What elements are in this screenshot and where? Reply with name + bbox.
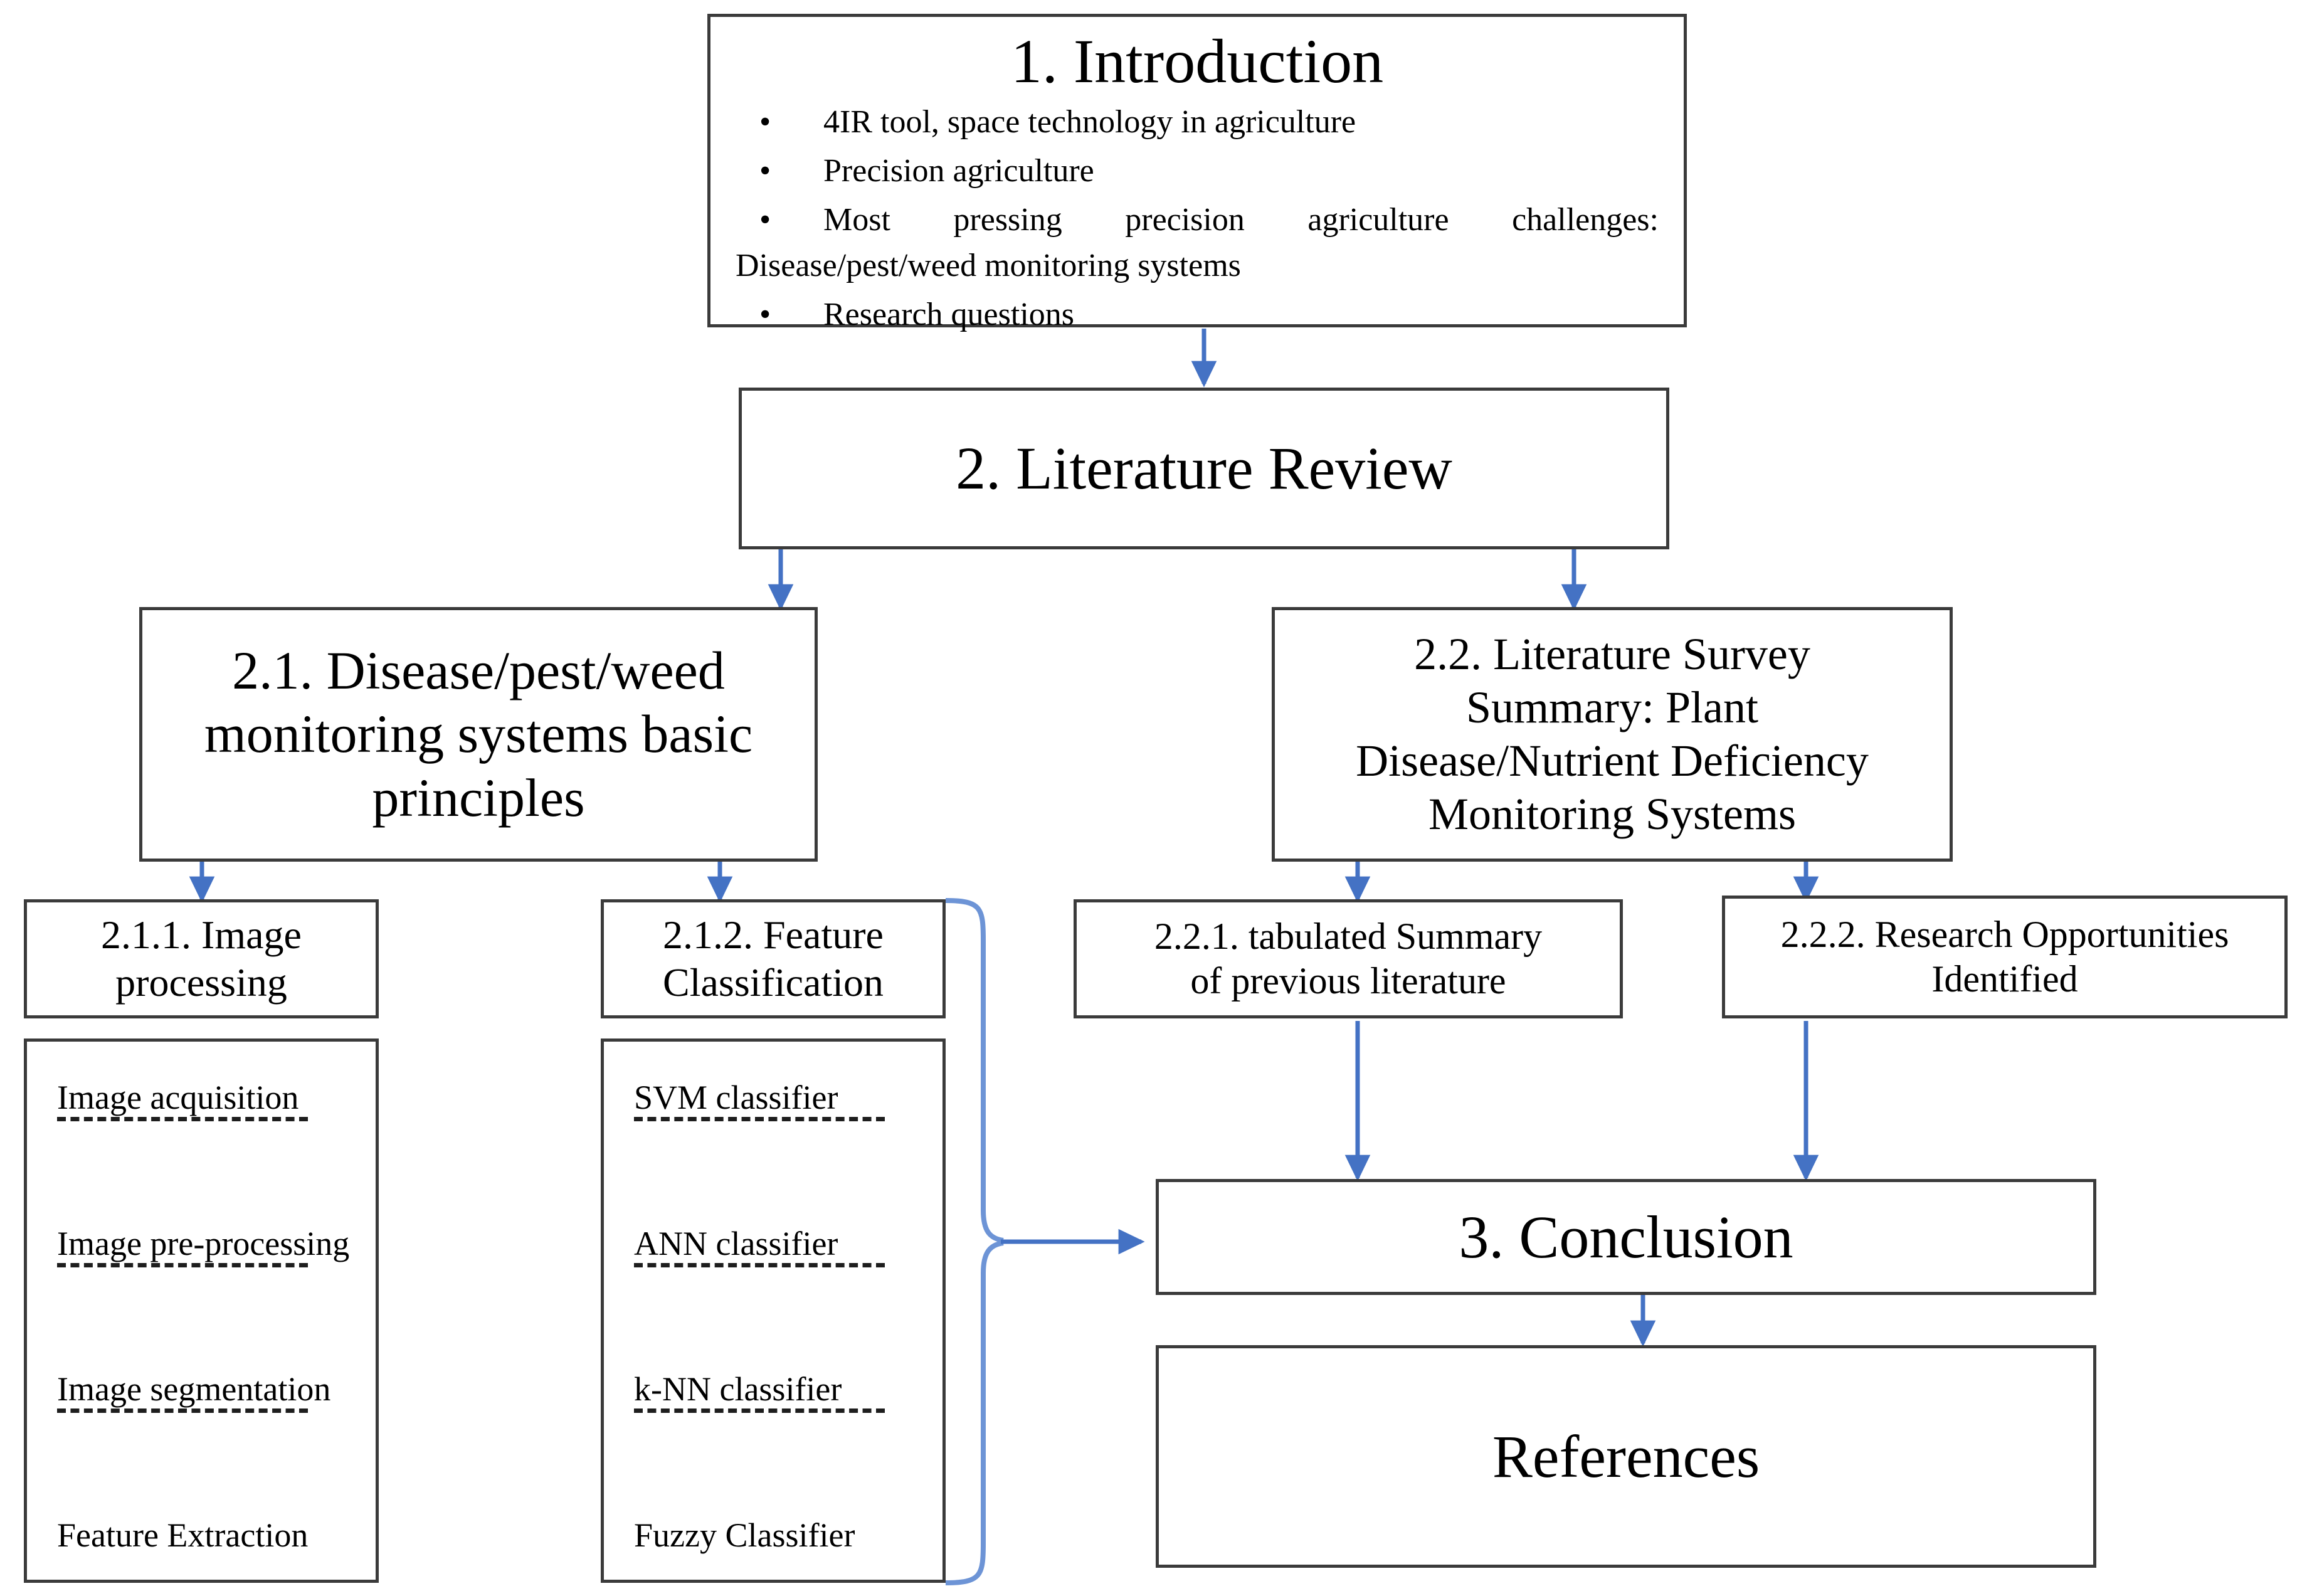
introduction-bullet-1: • 4IR tool, space technology in agricult… [736,99,1659,145]
dashed-separator-icon [57,1408,308,1414]
conclusion-title: 3. Conclusion [1459,1203,1793,1271]
list-item: Image pre-processing [57,1224,376,1267]
list-entry-label: Fuzzy Classifier [634,1516,855,1554]
list-image-processing-steps[interactable]: Image acquisition Image pre-processing I… [24,1038,379,1583]
section-2-1-2-line-1: 2.1.2. Feature [663,912,884,958]
section-2-2-line-2: Summary: Plant [1466,682,1758,733]
node-section-2-2-2[interactable]: 2.2.2. Research Opportunities Identified [1722,896,2288,1018]
section-2-1-1-line-1: 2.1.1. Image [101,912,302,958]
node-literature-review[interactable]: 2. Literature Review [739,388,1669,549]
section-2-2-line-4: Monitoring Systems [1428,788,1797,839]
list-classifiers[interactable]: SVM classifier ANN classifier k-NN class… [601,1038,946,1583]
dashed-separator-icon [634,1408,885,1414]
section-2-1-1-line-2: processing [115,960,287,1005]
list-entry-label: Image segmentation [57,1370,331,1408]
section-2-1-line-2: monitoring systems basic [204,704,753,764]
list-entry-label: Image acquisition [57,1079,299,1116]
node-section-2-1-2[interactable]: 2.1.2. Feature Classification [601,899,946,1018]
list-entry-label: ANN classifier [634,1224,838,1262]
dashed-separator-icon [57,1262,308,1267]
connector-brace-classification-lower [945,1240,1004,1585]
node-section-2-1[interactable]: 2.1. Disease/pest/weed monitoring system… [139,607,818,862]
list-item: ANN classifier [634,1224,942,1267]
introduction-title: 1. Introduction [1010,26,1384,96]
section-2-2-2-line-2: Identified [1931,958,2078,1000]
list-item: Feature Extraction [57,1516,376,1555]
node-section-2-2-1[interactable]: 2.2.1. tabulated Summary of previous lit… [1074,899,1623,1018]
list-item: SVM classifier [634,1078,942,1121]
list-entry-label: SVM classifier [634,1079,838,1116]
bullet-dot-icon: • [759,297,771,333]
dashed-separator-icon [634,1262,885,1267]
section-2-2-line-1: 2.2. Literature Survey [1414,629,1810,680]
node-introduction[interactable]: 1. Introduction • 4IR tool, space techno… [707,14,1687,332]
bullet-dot-icon: • [759,104,771,140]
list-item: Fuzzy Classifier [634,1516,942,1555]
references-title: References [1492,1422,1760,1490]
bullet-dot-icon: • [759,152,771,189]
node-references[interactable]: References [1156,1345,2096,1568]
node-section-2-2[interactable]: 2.2. Literature Survey Summary: Plant Di… [1272,607,1953,862]
list-entry-label: Image pre-processing [57,1224,350,1262]
list-entry-label: Feature Extraction [57,1516,309,1554]
bullet-dot-icon: • [759,201,771,238]
list-item: k-NN classifier [634,1370,942,1414]
list-entry-label: k-NN classifier [634,1370,842,1408]
section-2-2-1-line-1: 2.2.1. tabulated Summary [1154,916,1543,958]
literature-review-title: 2. Literature Review [956,435,1452,502]
node-section-2-1-1[interactable]: 2.1.1. Image processing [24,899,379,1018]
node-conclusion[interactable]: 3. Conclusion [1156,1179,2096,1295]
section-2-1-line-1: 2.1. Disease/pest/weed [232,640,725,700]
dashed-separator-icon [634,1117,885,1121]
introduction-bullet-list: • 4IR tool, space technology in agricult… [736,99,1659,341]
section-2-2-2-line-1: 2.2.2. Research Opportunities [1780,914,2229,956]
section-2-2-line-3: Disease/Nutrient Deficiency [1356,736,1869,786]
introduction-bullet-2: • Precision agriculture [736,148,1659,194]
introduction-bullet-3: • Most pressing precision agriculture ch… [736,197,1659,290]
section-2-2-1-line-2: of previous literature [1190,960,1506,1001]
introduction-bullet-4: • Research questions [736,292,1659,338]
connector-brace-classification [945,898,1004,1243]
list-item: Image acquisition [57,1078,376,1121]
section-2-1-line-3: principles [372,767,585,828]
dashed-separator-icon [57,1117,308,1121]
list-item: Image segmentation [57,1370,376,1414]
section-2-1-2-line-2: Classification [663,960,884,1005]
